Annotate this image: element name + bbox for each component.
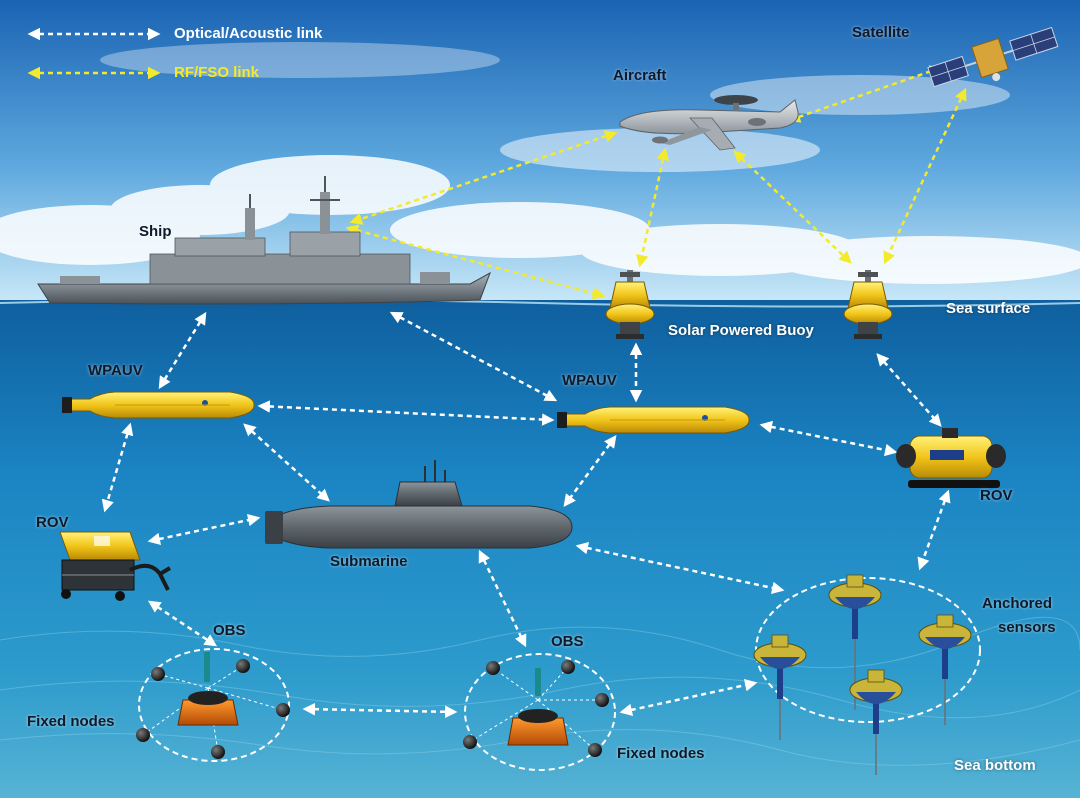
legend xyxy=(27,27,161,80)
fixed-nodes-1 xyxy=(136,659,290,759)
wpauv-right-label: WPAUV xyxy=(562,372,617,389)
ship-icon xyxy=(37,176,491,305)
rf-link-ship-buoy1 xyxy=(345,224,606,300)
buoy-label: Solar Powered Buoy xyxy=(668,322,814,339)
aircraft-label: Aircraft xyxy=(613,67,667,84)
obs-2-device xyxy=(507,668,569,746)
rf-link-aircraft-ship xyxy=(349,130,618,225)
rov-right-icon xyxy=(896,428,1006,488)
rov-right-label: ROV xyxy=(980,487,1013,504)
link-wpauv1-rov-left xyxy=(101,422,134,513)
obs-group-2 xyxy=(463,653,616,771)
obs-2-boundary xyxy=(464,653,616,771)
fixed-nodes-right-label: Fixed nodes xyxy=(617,745,705,762)
wpauv-1-icon xyxy=(62,391,255,419)
wpauv-2-icon xyxy=(557,406,750,434)
submarine-label: Submarine xyxy=(330,553,408,570)
anchored-sensors-label-line2: sensors xyxy=(998,619,1056,636)
buoy-2-icon xyxy=(843,270,893,339)
obs-1-boundary xyxy=(138,648,290,762)
obs-group-1 xyxy=(136,648,290,762)
anchored-sensor-4 xyxy=(849,669,903,775)
anchored-sensor-3 xyxy=(753,634,807,740)
obs-left-label: OBS xyxy=(213,622,246,639)
rf-links xyxy=(345,65,967,300)
anchored-sensor-1 xyxy=(828,574,882,710)
rov-left-icon xyxy=(59,531,172,601)
anchored-sensor-2 xyxy=(918,614,972,725)
legend-rf-label: RF/FSO link xyxy=(174,64,260,81)
link-obs1-obs2 xyxy=(302,702,458,719)
link-wpauv1-wpauv2 xyxy=(257,400,555,426)
buoy-1-icon xyxy=(605,270,655,339)
link-submarine-anchored xyxy=(575,541,785,595)
wpauv-left-label: WPAUV xyxy=(88,362,143,379)
satellite-label: Satellite xyxy=(852,24,910,41)
rf-link-aircraft-buoy1 xyxy=(636,147,669,268)
link-rov-left-obs1 xyxy=(147,600,218,647)
obs-2-spokes xyxy=(469,666,602,751)
obs-1-device xyxy=(177,652,239,726)
sea-bottom-label: Sea bottom xyxy=(954,757,1036,774)
link-buoy2-rov xyxy=(876,353,942,427)
rov-left-label: ROV xyxy=(36,514,69,531)
submarine-icon xyxy=(265,460,573,549)
link-obs2-anchored xyxy=(619,679,758,716)
link-rov-anchored xyxy=(917,489,951,571)
rf-link-satellite-buoy2 xyxy=(883,87,967,265)
link-ship-wpauv2 xyxy=(389,311,558,402)
link-rov-left-submarine xyxy=(147,513,261,546)
obs-right-label: OBS xyxy=(551,633,584,650)
anchored-sensors-group xyxy=(753,574,981,775)
link-wpauv2-rov xyxy=(759,420,898,457)
fixed-nodes-2 xyxy=(463,660,609,757)
satellite-icon xyxy=(927,26,1059,88)
link-wpauv1-submarine xyxy=(243,423,330,502)
anchored-sensors-label-line1: Anchored xyxy=(982,595,1053,612)
fixed-nodes-left-label: Fixed nodes xyxy=(27,713,115,730)
ship-label: Ship xyxy=(139,223,172,240)
sea-surface-label: Sea surface xyxy=(946,300,1031,317)
legend-acoustic-label: Optical/Acoustic link xyxy=(174,25,323,42)
aircraft-icon xyxy=(619,95,799,151)
acoustic-links xyxy=(101,311,951,719)
